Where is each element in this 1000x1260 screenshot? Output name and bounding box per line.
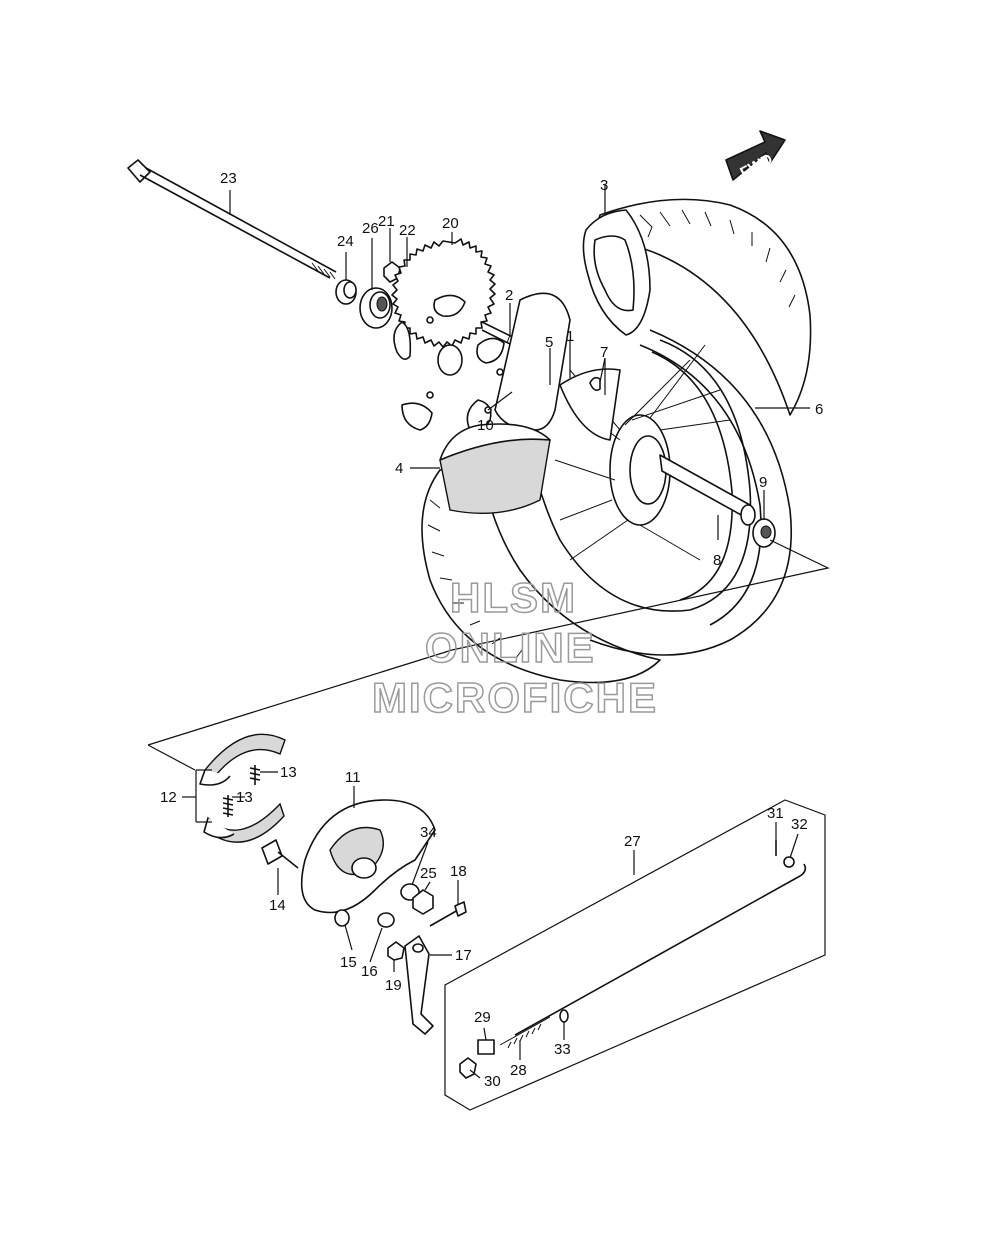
label-14: 14 xyxy=(269,897,286,914)
chain-case-cover xyxy=(439,292,571,514)
lever-washer xyxy=(377,912,395,928)
label-12: 12 xyxy=(160,789,177,806)
brake-lever-bolt xyxy=(429,901,467,927)
label-7: 7 xyxy=(600,344,608,361)
label-13-upper: 13 xyxy=(280,764,297,781)
label-26: 26 xyxy=(362,220,379,237)
label-24: 24 xyxy=(337,233,354,250)
wheel-rim xyxy=(529,339,752,612)
watermark-line-2: ONLINE xyxy=(425,624,596,671)
label-20: 20 xyxy=(442,215,459,232)
label-21: 21 xyxy=(378,213,395,230)
wheel-bearing xyxy=(752,518,776,548)
label-34: 34 xyxy=(420,824,437,841)
label-10: 10 xyxy=(477,417,494,434)
brake-shoe-springs xyxy=(222,765,261,817)
label-15: 15 xyxy=(340,954,357,971)
label-25: 25 xyxy=(420,865,437,882)
lever-nut xyxy=(387,941,405,961)
label-9: 9 xyxy=(759,474,767,491)
label-31: 31 xyxy=(767,805,784,822)
label-6: 6 xyxy=(815,401,823,418)
brake-rod xyxy=(499,863,807,1049)
sprocket-bearing xyxy=(359,287,393,329)
label-33: 33 xyxy=(554,1041,571,1058)
label-16: 16 xyxy=(361,963,378,980)
label-18: 18 xyxy=(450,863,467,880)
label-4: 4 xyxy=(395,460,403,477)
label-5: 5 xyxy=(545,334,553,351)
part-labels: 1 2 3 4 5 6 7 8 9 10 11 12 13 13 14 15 1… xyxy=(160,170,823,1090)
axle-nut xyxy=(412,889,434,915)
label-17: 17 xyxy=(455,947,472,964)
label-3: 3 xyxy=(600,177,608,194)
label-30: 30 xyxy=(484,1073,501,1090)
watermark: HLSM ONLINE MICROFICHE xyxy=(371,573,658,722)
brake-camshaft xyxy=(261,839,299,869)
rear-tire-lower xyxy=(421,329,792,684)
brake-panel xyxy=(300,799,436,914)
label-11: 11 xyxy=(345,769,361,786)
watermark-line-1: HLSM xyxy=(450,574,577,621)
watermark-line-3: MICROFICHE xyxy=(372,674,658,721)
axle-spacer xyxy=(335,279,357,305)
brake-shoes xyxy=(199,733,286,843)
brake-rod-box xyxy=(444,799,826,1111)
label-29: 29 xyxy=(474,1009,491,1026)
label-32: 32 xyxy=(791,816,808,833)
label-8: 8 xyxy=(713,552,721,569)
label-23: 23 xyxy=(220,170,237,187)
rear-axle xyxy=(127,159,337,280)
rear-sprocket xyxy=(391,238,505,432)
brake-rod-joint xyxy=(477,1039,495,1055)
wheel-hub xyxy=(554,344,756,561)
brake-adjuster-nut xyxy=(459,1057,477,1079)
hub-damper-plate xyxy=(559,368,621,441)
brake-cam-lever xyxy=(404,935,434,1035)
label-2: 2 xyxy=(505,287,513,304)
label-19: 19 xyxy=(385,977,402,994)
label-28: 28 xyxy=(510,1062,527,1079)
fwd-arrow-icon: FWD xyxy=(725,130,786,182)
rod-washer xyxy=(559,1009,569,1023)
pin-washer xyxy=(783,856,795,868)
label-13-lower: 13 xyxy=(236,789,253,806)
brake-panel-seal xyxy=(334,909,350,927)
label-22: 22 xyxy=(399,222,416,239)
label-1: 1 xyxy=(566,328,574,345)
label-27: 27 xyxy=(624,833,641,850)
rear-tire xyxy=(582,198,812,416)
